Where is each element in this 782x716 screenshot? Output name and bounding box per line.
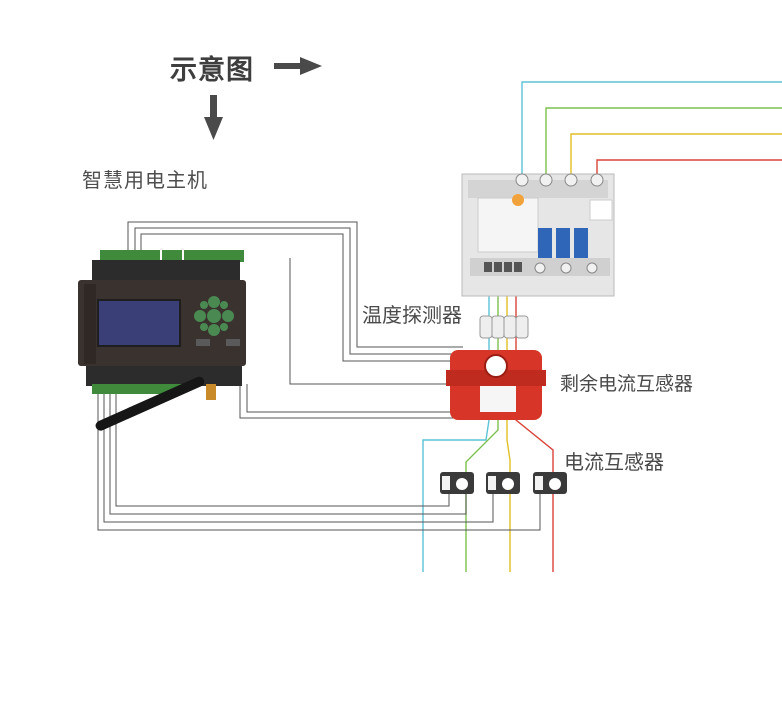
wire-yellow-top bbox=[570, 133, 782, 180]
temperature-probe-label: 温度探测器 bbox=[362, 303, 462, 327]
temp-probe-1 bbox=[479, 315, 493, 339]
breaker-toggle-3 bbox=[574, 228, 588, 258]
current-transformer-1 bbox=[440, 472, 474, 494]
current-transformers bbox=[440, 472, 567, 494]
back-button[interactable] bbox=[196, 339, 210, 346]
arrow-right-icon bbox=[274, 57, 322, 75]
current-transformer-3 bbox=[533, 472, 567, 494]
wire-green-top bbox=[545, 107, 782, 180]
dpad-center-icon bbox=[207, 309, 221, 323]
breaker-toggle-2 bbox=[556, 228, 570, 258]
arrow-down-icon bbox=[204, 95, 223, 140]
signal-wire-1 bbox=[127, 221, 463, 348]
wire-blue-top bbox=[521, 81, 782, 180]
antenna-icon bbox=[95, 376, 205, 431]
signal-wire-9 bbox=[109, 388, 467, 515]
terminal-top-right bbox=[184, 250, 244, 262]
rct-label-plate bbox=[480, 386, 516, 412]
confirm-button[interactable] bbox=[226, 339, 240, 346]
signal-wire-5 bbox=[239, 384, 463, 419]
diagram-title: 示意图 bbox=[170, 55, 254, 86]
signal-wires bbox=[97, 221, 541, 531]
current-transformer-label: 电流互感器 bbox=[564, 450, 664, 474]
host-device bbox=[78, 250, 246, 431]
temp-probe-3 bbox=[503, 315, 517, 339]
signal-wire-10 bbox=[115, 388, 450, 507]
residual-current-transformer bbox=[446, 350, 546, 420]
temperature-probes bbox=[479, 315, 529, 339]
test-button[interactable] bbox=[512, 194, 524, 206]
current-transformer-2 bbox=[486, 472, 520, 494]
terminal-bottom bbox=[92, 384, 184, 394]
signal-wire-7 bbox=[97, 388, 541, 531]
power-lines bbox=[422, 81, 782, 572]
host-screen bbox=[97, 299, 181, 347]
temp-probe-4 bbox=[515, 315, 529, 339]
terminal-top-left bbox=[100, 250, 160, 262]
signal-wire-2 bbox=[134, 227, 463, 355]
breaker-toggle-1 bbox=[538, 228, 552, 258]
host-label: 智慧用电主机 bbox=[82, 168, 208, 192]
screw-icon bbox=[515, 173, 529, 187]
wire-red-top bbox=[596, 159, 782, 180]
breaker-device bbox=[461, 173, 615, 297]
residual-current-transformer-label: 剩余电流互感器 bbox=[560, 373, 694, 395]
signal-wire-6 bbox=[246, 384, 459, 413]
signal-wire-4 bbox=[289, 258, 463, 385]
signal-wire-8 bbox=[103, 388, 494, 523]
temp-probe-2 bbox=[491, 315, 505, 339]
signal-wire-3 bbox=[140, 233, 463, 362]
